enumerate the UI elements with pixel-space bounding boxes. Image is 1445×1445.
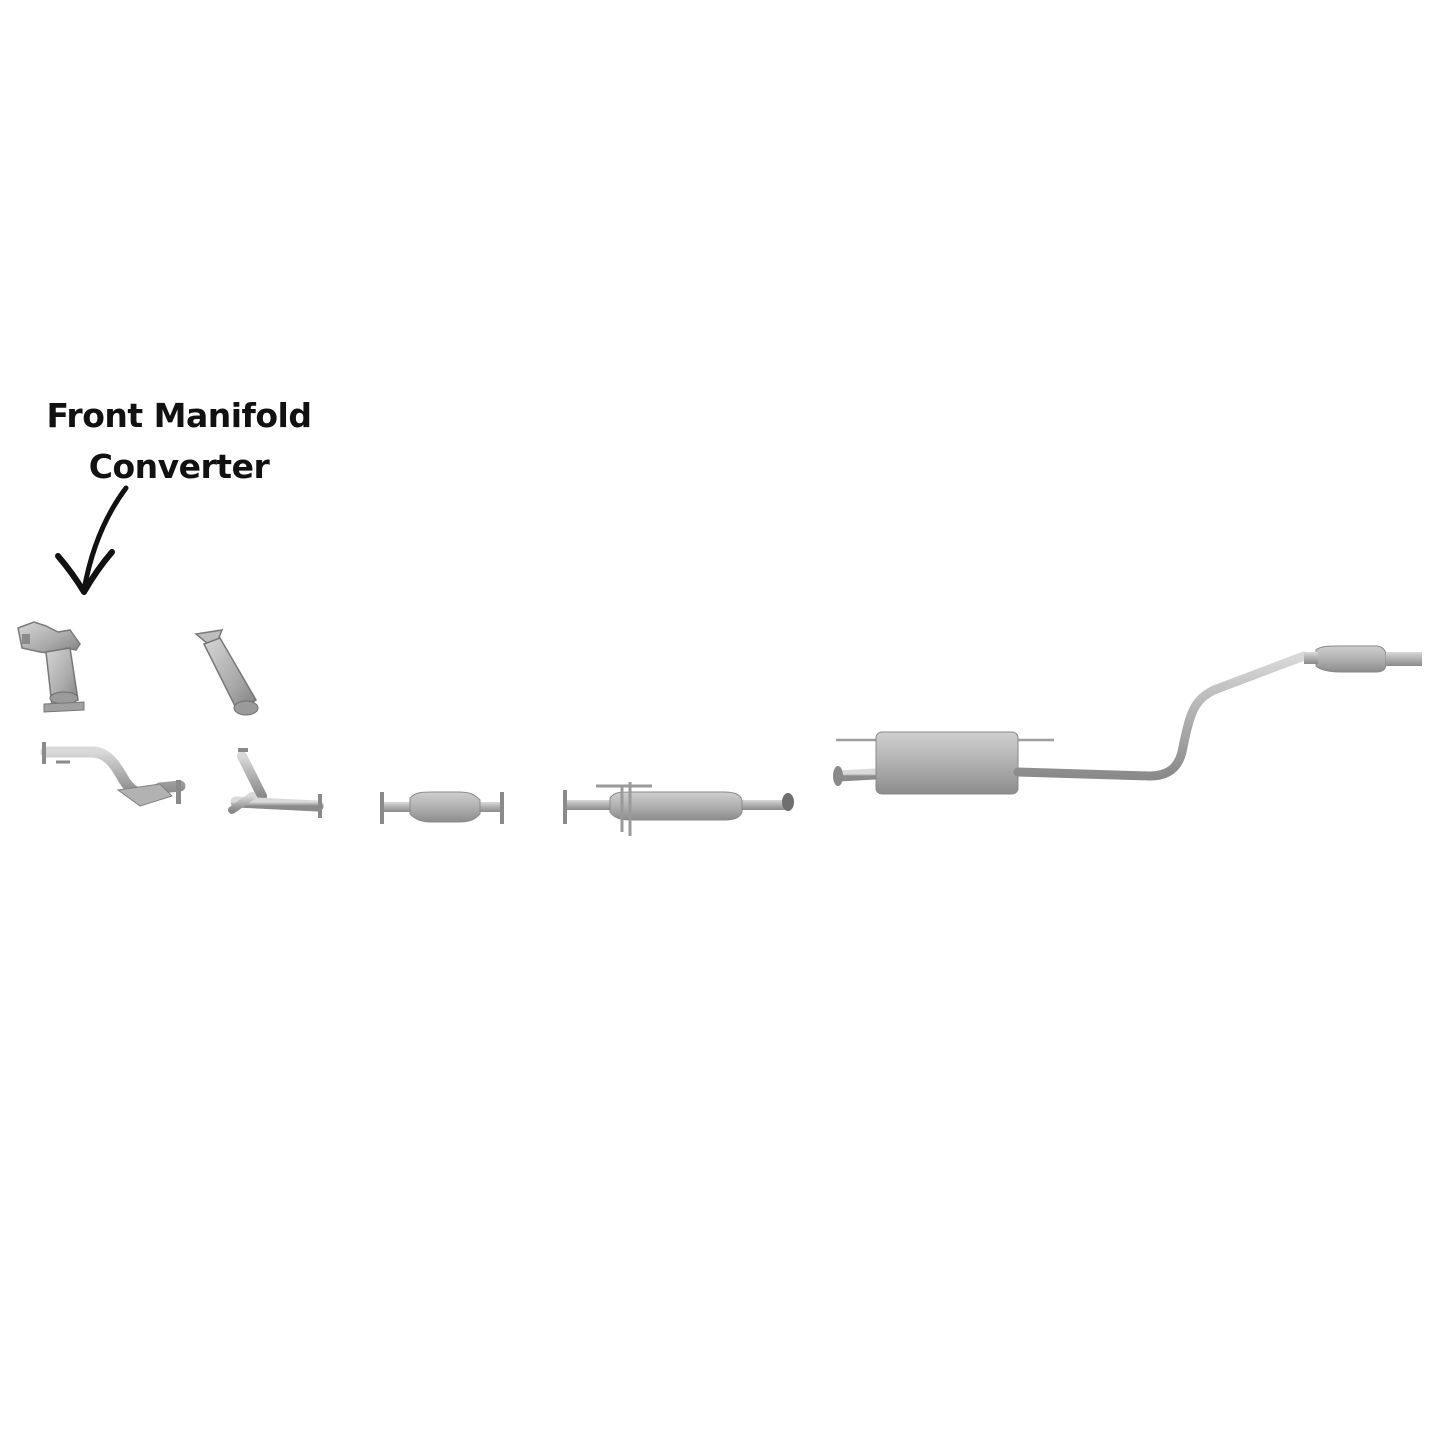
intermediate-pipe bbox=[563, 782, 794, 836]
muffler-tailpipe-assembly bbox=[833, 645, 1422, 795]
rear-manifold-converter bbox=[194, 629, 259, 716]
callout-line-2: Converter bbox=[88, 447, 270, 486]
callout-arrow-icon bbox=[55, 485, 129, 595]
front-manifold-converter-callout: Front Manifold Converter bbox=[20, 390, 338, 492]
y-pipe bbox=[228, 748, 324, 818]
callout-line-1: Front Manifold bbox=[46, 396, 312, 435]
front-manifold-converter bbox=[17, 621, 85, 713]
resonator-pipe bbox=[380, 791, 504, 824]
front-pipe bbox=[40, 742, 186, 807]
